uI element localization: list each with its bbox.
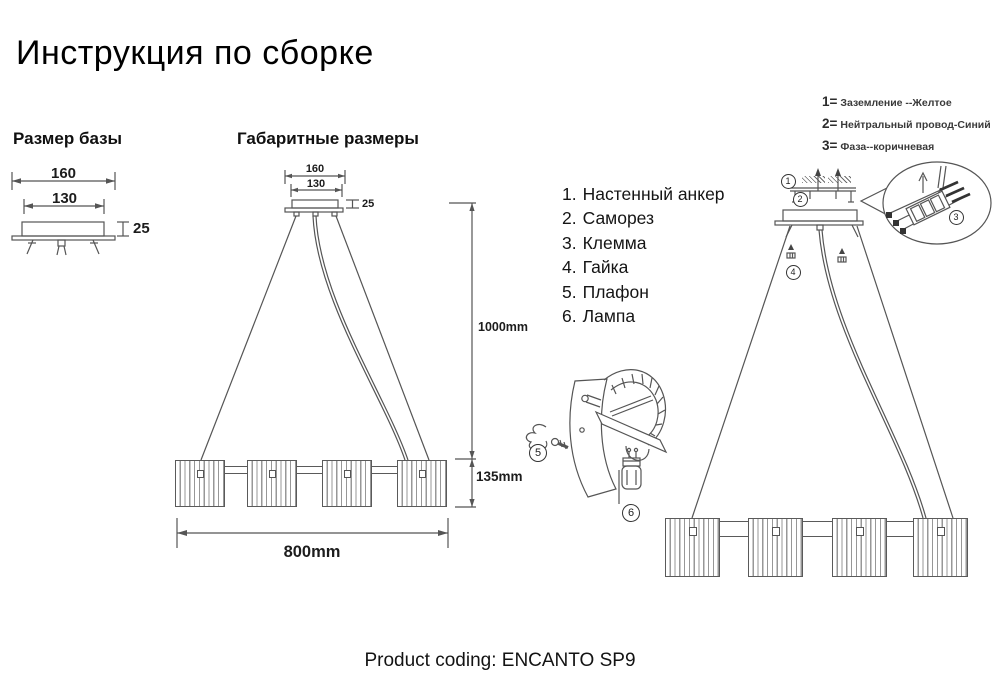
connector-bar [225, 466, 247, 474]
shade-knob [197, 470, 204, 478]
overall-dimensions-drawing [176, 170, 476, 548]
base-dim-130: 130 [51, 190, 78, 207]
parts-list-item: 3.Клемма [562, 232, 647, 253]
shade-knob [344, 470, 351, 478]
connector-bar [887, 521, 913, 537]
parts-list-item: 1.Настенный анкер [562, 184, 725, 204]
callout-marker-5: 5 [529, 444, 547, 462]
base-size-heading: Размер базы [13, 129, 123, 148]
overall-dim-130: 130 [306, 178, 326, 190]
wiring-legend-item: 1=Заземление --Желтое [822, 94, 952, 109]
connector-bar [803, 521, 832, 537]
shade [175, 460, 225, 507]
shade-knob [689, 527, 697, 536]
shade-knob [856, 527, 864, 536]
assembly-drawing [691, 161, 992, 519]
ceiling-hatch-left [802, 176, 825, 183]
overall-dim-1000mm: 1000mm [478, 320, 529, 334]
overall-dim-25: 25 [362, 198, 375, 210]
callout-marker-2: 2 [792, 191, 808, 207]
overall-dim-800mm: 800mm [283, 543, 341, 561]
shade [913, 518, 968, 577]
parts-list-item: 4.Гайка [562, 257, 629, 278]
shade-exploded-drawing [525, 369, 668, 504]
parts-list-item: 2.Саморез [562, 208, 655, 229]
parts-list-item: 6.Лампа [562, 306, 636, 327]
overall-size-heading: Габаритные размеры [237, 129, 419, 148]
wiring-legend: 1=Заземление --Желтое 2=Нейтральный пров… [822, 94, 991, 160]
shade [748, 518, 803, 577]
callout-marker-1: 1 [780, 173, 796, 189]
base-dim-160: 160 [50, 165, 77, 182]
shade [665, 518, 720, 577]
page-title: Инструкция по сборке [16, 34, 374, 72]
connector-bar [720, 521, 748, 537]
connector-bar [297, 466, 322, 474]
shade [832, 518, 887, 577]
callout-marker-4: 4 [785, 264, 801, 280]
shade-knob [772, 527, 780, 536]
shade [322, 460, 372, 507]
ceiling-hatch-right [828, 176, 851, 183]
product-code: Product coding: ENCANTO SP9 [364, 650, 636, 671]
shade [397, 460, 447, 507]
base-dim-25: 25 [133, 220, 150, 237]
connector-bar [372, 466, 397, 474]
shade-knob [269, 470, 276, 478]
shade-knob [419, 470, 426, 478]
callout-marker-6: 6 [622, 504, 640, 522]
callout-marker-3: 3 [948, 209, 964, 225]
overall-dim-135mm: 135mm [476, 469, 523, 484]
overall-dim-160: 160 [305, 163, 325, 175]
shade [247, 460, 297, 507]
wiring-legend-item: 2=Нейтральный провод-Синий [822, 116, 991, 131]
parts-list: 1.Настенный анкер 2.Саморез 3.Клемма 4.Г… [562, 182, 725, 328]
shade-knob [937, 527, 945, 536]
base-size-drawing [11, 172, 129, 256]
wiring-legend-item: 3=Фаза--коричневая [822, 138, 935, 153]
parts-list-item: 5.Плафон [562, 281, 649, 302]
